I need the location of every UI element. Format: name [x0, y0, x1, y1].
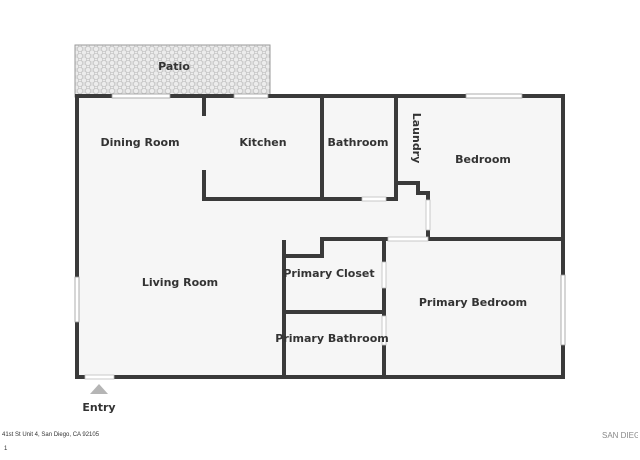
primary-bathroom-label: Primary Bathroom: [275, 332, 388, 345]
brand-logo-text: SAN DIEG: [602, 431, 638, 440]
primary-closet-label: Primary Closet: [283, 267, 374, 280]
page-number: 1: [4, 446, 8, 452]
entry-arrow-icon: [90, 384, 108, 394]
doorways: [84, 196, 431, 380]
bedroom-label: Bedroom: [455, 153, 511, 166]
bathroom-label: Bathroom: [328, 136, 389, 149]
living-room-label: Living Room: [142, 276, 218, 289]
dining-room-label: Dining Room: [100, 136, 179, 149]
patio-label: Patio: [158, 60, 190, 73]
address-text: 41st St Unit 4, San Diego, CA 92105: [2, 432, 100, 438]
entry-label: Entry: [82, 401, 115, 414]
walls: [75, 94, 565, 379]
windows: [74, 93, 566, 346]
patio-area: [74, 44, 271, 98]
primary-bedroom-label: Primary Bedroom: [419, 296, 527, 309]
kitchen-label: Kitchen: [239, 136, 286, 149]
laundry-label: Laundry: [410, 113, 423, 164]
